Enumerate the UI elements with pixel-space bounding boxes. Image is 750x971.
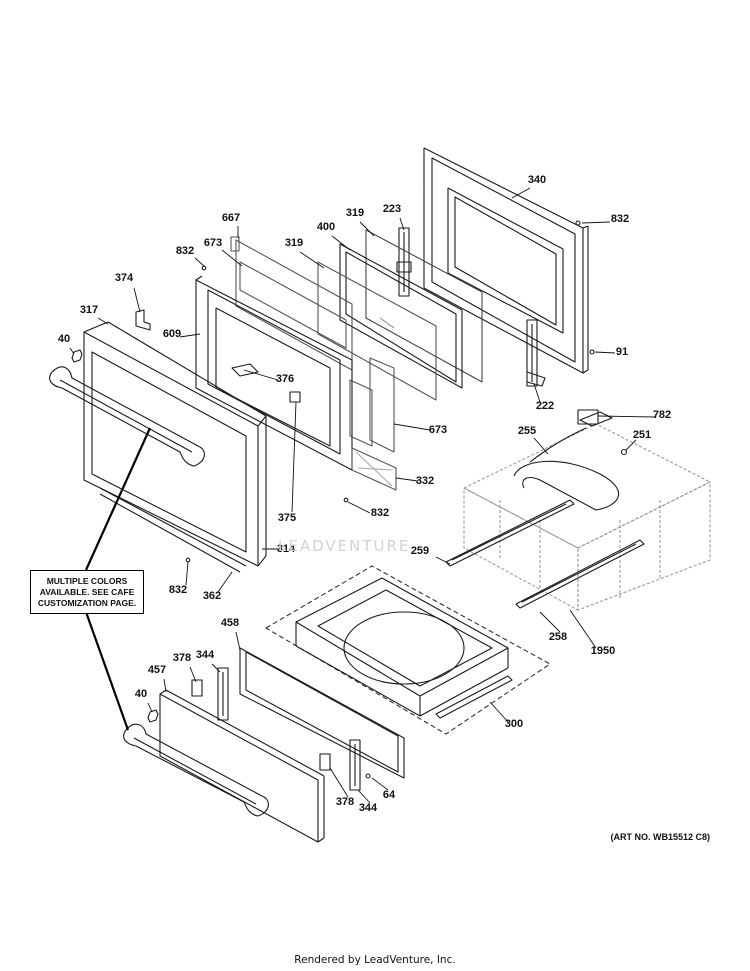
handle-screw-upper (71, 349, 83, 363)
leader-lines (69, 187, 656, 804)
callout-832: 832 (169, 584, 187, 596)
callout-317: 317 (80, 304, 98, 316)
screw-832-bottom (185, 557, 191, 563)
callout-344: 344 (196, 649, 215, 661)
note-line-3: CUSTOMIZATION PAGE. (37, 597, 137, 608)
callout-314: 314 (277, 543, 296, 555)
callout-832: 832 (176, 245, 194, 257)
watermark: LEADVENTURE (278, 537, 411, 555)
drawer-bracket-left (217, 667, 229, 721)
callout-832: 832 (611, 213, 629, 225)
screw-832-liner (201, 265, 207, 271)
drawer-handle (123, 723, 269, 817)
drawer-frame-panel (239, 647, 405, 779)
callout-223: 223 (383, 203, 401, 215)
note-line-1: MULTIPLE COLORS (46, 575, 128, 586)
insulation-sheet (230, 236, 353, 371)
range-chassis (463, 423, 711, 611)
art-number: (ART NO. WB15512 C8) (610, 832, 710, 842)
callout-259: 259 (411, 545, 429, 557)
insulation-332 (351, 447, 397, 491)
inner-glass-frame (339, 243, 463, 389)
callout-91: 91 (616, 346, 628, 358)
glass-panel-rear (365, 229, 483, 383)
inner-door-liner (195, 275, 353, 471)
drawer-bracket-right (349, 739, 361, 791)
callout-376: 376 (276, 373, 294, 385)
callout-340: 340 (528, 174, 546, 186)
drawer-front-panel (159, 689, 325, 843)
footer-credit: Rendered by LeadVenture, Inc. (294, 954, 456, 966)
callout-222: 222 (536, 400, 554, 412)
drawer-slide-right (515, 539, 645, 609)
callout-1950: 1950 (591, 645, 615, 657)
color-note-box: MULTIPLE COLORS AVAILABLE. SEE CAFE CUST… (30, 570, 144, 614)
handle-screw-lower (147, 709, 159, 723)
callout-667: 667 (222, 212, 240, 224)
callout-258: 258 (549, 631, 567, 643)
callout-673: 673 (429, 424, 447, 436)
callout-319: 319 (285, 237, 303, 249)
warming-drawer-tub (265, 565, 551, 735)
callout-782: 782 (653, 409, 671, 421)
hinge-upper (396, 227, 412, 297)
callout-378: 378 (336, 796, 354, 808)
outer-door-frame (423, 147, 589, 374)
screw-64 (365, 773, 371, 779)
callout-362: 362 (203, 590, 221, 602)
door-bracket-376 (231, 363, 259, 377)
callout-319: 319 (346, 207, 364, 219)
pad-378-left (191, 679, 203, 697)
callout-673: 673 (204, 237, 222, 249)
screw-91 (589, 349, 595, 355)
callout-labels: 340 832 91 222 223 319 400 319 667 673 832 374 317 60… (58, 174, 671, 814)
callout-378: 378 (173, 652, 191, 664)
callout-40: 40 (58, 333, 70, 345)
callout-255: 255 (518, 425, 536, 437)
pad-378-right (319, 753, 331, 771)
screw-832-lower (343, 497, 349, 503)
insulation-batting-upper (239, 261, 347, 349)
screw-251 (620, 448, 628, 456)
drawer-slide-left (445, 499, 575, 567)
glass-panel-front (317, 261, 437, 401)
callout-458: 458 (221, 617, 239, 629)
callout-344: 344 (359, 802, 378, 814)
hinge-lower (526, 319, 546, 387)
callout-400: 400 (317, 221, 335, 233)
callout-40: 40 (135, 688, 147, 700)
callout-609: 609 (163, 328, 181, 340)
door-handle-upper (49, 366, 205, 467)
front-door-panel (83, 321, 267, 573)
door-bracket-375 (289, 391, 301, 403)
callout-300: 300 (505, 718, 523, 730)
screw-832-top (575, 220, 581, 226)
callout-832: 832 (371, 507, 389, 519)
insulation-batting-lower (349, 357, 395, 453)
callout-374: 374 (115, 272, 134, 284)
note-line-2: AVAILABLE. SEE CAFE (39, 586, 135, 597)
note-connectors (84, 427, 152, 731)
callout-457: 457 (148, 664, 166, 676)
callout-251: 251 (633, 429, 651, 441)
callout-64: 64 (383, 789, 396, 801)
callout-375: 375 (278, 512, 296, 524)
callout-332: 332 (416, 475, 434, 487)
control-module (577, 409, 599, 425)
clip-374 (135, 309, 151, 331)
